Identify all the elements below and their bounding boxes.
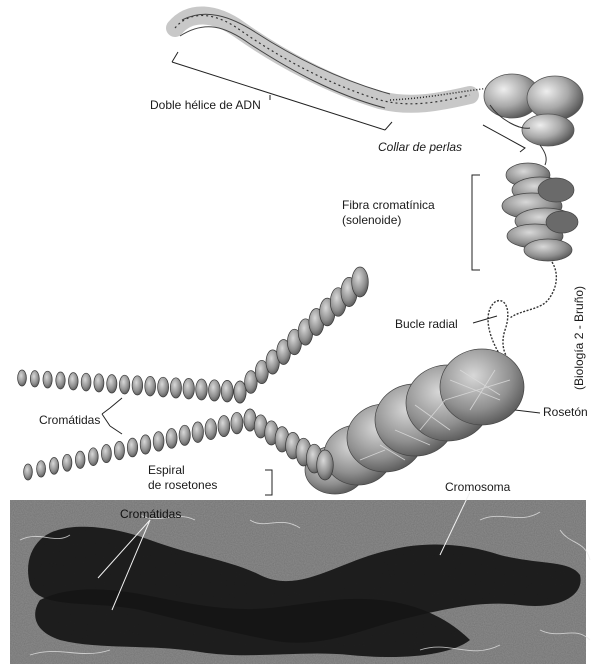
chromosome-micrograph [10, 492, 590, 664]
dna-double-helix [175, 14, 490, 108]
chromatids-label: Cromátidas [39, 413, 100, 427]
spiral-label-line1: Espiral [148, 463, 185, 477]
coil-ring [88, 448, 98, 466]
coil-ring [179, 425, 190, 445]
coil-ring [205, 419, 217, 440]
coil-ring [209, 380, 221, 401]
coil-ring [81, 373, 91, 391]
coil-ring [69, 373, 79, 390]
coil-ring [218, 416, 230, 437]
coil-ring [37, 461, 46, 477]
rosette-label: Rosetón [543, 405, 588, 419]
coil-ring [75, 451, 85, 468]
coil-ring [94, 374, 104, 392]
solenoid-fiber [502, 163, 578, 318]
coil-ring [50, 458, 59, 475]
coil-ring [183, 378, 194, 399]
coil-ring [317, 450, 334, 480]
coil-ring [119, 375, 129, 394]
dna-label: Doble hélice de ADN [150, 98, 261, 112]
rosette-leader [515, 410, 540, 413]
coil-ring [145, 376, 156, 396]
coil-ring [43, 371, 52, 388]
coil-ring [18, 370, 27, 386]
coil-ring [101, 445, 111, 463]
coil-ring [196, 379, 208, 400]
coil-ring [127, 438, 137, 457]
chromosome-label: Cromosoma [445, 480, 510, 494]
credit-text: (Biología 2 - Bruño) [572, 270, 588, 390]
beads-bracket [483, 125, 525, 152]
fiber-label-line1: Fibra cromatínica [342, 198, 435, 212]
coil-ring [352, 267, 369, 297]
coil-ring [132, 376, 143, 395]
rosette-spiral [305, 349, 524, 494]
coil-ring [56, 372, 65, 389]
coil-ring [231, 412, 243, 434]
loop-leader [473, 316, 497, 323]
coil-ring [30, 371, 39, 387]
spiral-label-line2: de rosetones [148, 478, 217, 492]
coil-ring [234, 381, 246, 403]
coil-ring [166, 429, 177, 449]
spiral-bracket [265, 470, 272, 495]
coil-ring [107, 375, 117, 393]
fiber-bracket [472, 175, 480, 270]
coil-ring [24, 464, 33, 480]
beads-label: Collar de perlas [378, 140, 462, 154]
beads-on-string [484, 74, 583, 165]
chromatid-leaders [102, 398, 122, 434]
coil-ring [192, 422, 203, 443]
coil-ring [158, 377, 169, 397]
chromatids-photo-label: Cromátidas [120, 507, 181, 521]
coil-ring [153, 432, 164, 452]
coil-ring [170, 378, 181, 398]
coil-ring [140, 435, 151, 454]
coil-ring [114, 441, 124, 459]
coil-ring [221, 380, 233, 402]
loop-label: Bucle radial [395, 317, 458, 331]
fiber-label-line2: (solenoide) [342, 213, 401, 227]
coil-ring [62, 454, 71, 471]
chromatid-arms [18, 267, 369, 480]
